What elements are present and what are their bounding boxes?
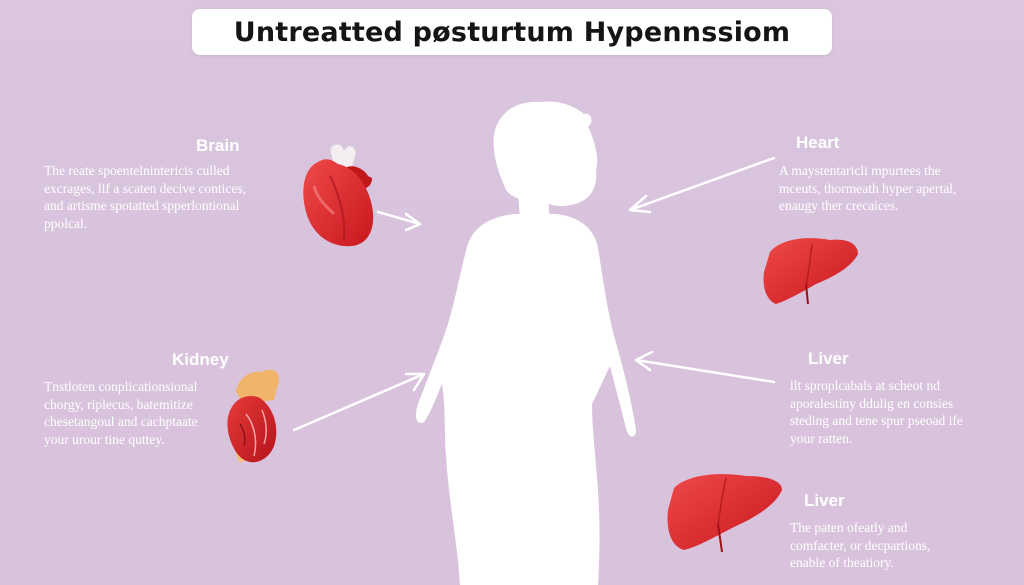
label-kidney: Kidney xyxy=(172,350,229,369)
arrow-liver xyxy=(634,350,776,384)
arrow-kidney xyxy=(292,372,426,432)
liver-organ-illustration-lower xyxy=(667,474,782,553)
desc-liver-line: your ratten. xyxy=(790,430,853,446)
liver-organ-illustration-upper xyxy=(763,238,858,305)
desc-kidney-line: chorgy, riplecus, batemitize xyxy=(44,396,193,412)
label-liver: Liver xyxy=(808,349,849,368)
desc-kidney-line: Tnstloten conplicationsional xyxy=(44,379,198,394)
desc-liver-line: llt sproplcabals at scheot nd xyxy=(790,378,940,393)
desc-brain-line: ppolcal. xyxy=(44,215,88,231)
desc-liver-line: aporalestiny ddulig en consies xyxy=(790,395,954,411)
desc-kidney-line: your urour tine quttey. xyxy=(44,431,165,447)
desc-liver-2-line: comfacter, or decpartions, xyxy=(790,537,931,553)
label-brain: Brain xyxy=(196,136,240,155)
page-title: Untreatted pøsturtum Hypennssiom xyxy=(233,16,791,48)
arrows xyxy=(292,156,776,432)
desc-brain-line: and artisme spotatted spperlontional xyxy=(44,198,240,213)
arrow-brain xyxy=(376,210,422,232)
desc-liver-2-line: enable of theatiory. xyxy=(790,555,894,570)
body-silhouette xyxy=(416,101,636,585)
desc-kidney-line: chesetangoul and cachptaate xyxy=(44,414,198,429)
arrow-heart xyxy=(628,156,776,214)
title-banner: Untreatted pøsturtum Hypennssiom xyxy=(192,9,832,55)
kidney-organ-illustration xyxy=(227,369,279,463)
desc-heart-line: A maystentaricli mpurtees the xyxy=(779,163,941,178)
desc-heart-line: enaugy ther crecaices. xyxy=(779,198,899,213)
desc-brain-line: excrages, lif a scaten decive contices, xyxy=(44,180,247,196)
desc-brain-line: The reate spoentelnintericis culled xyxy=(44,163,230,178)
desc-liver-2: The paten ofeatly and comfacter, or decp… xyxy=(790,519,930,572)
desc-liver: llt sproplcabals at scheot nd aporalesti… xyxy=(790,377,963,447)
label-heart: Heart xyxy=(796,133,840,152)
desc-heart: A maystentaricli mpurtees the mceuts, th… xyxy=(779,162,956,215)
desc-kidney: Tnstloten conplicationsional chorgy, rip… xyxy=(44,378,198,448)
desc-liver-line: steding and tene spur pseoad ife xyxy=(790,413,963,428)
heart-organ-illustration xyxy=(303,143,374,247)
desc-brain: The reate spoentelnintericis culled excr… xyxy=(44,162,246,232)
desc-heart-line: mceuts, thormeath hyper apertal, xyxy=(779,180,957,196)
desc-liver-2-line: The paten ofeatly and xyxy=(790,520,908,535)
label-liver-2: Liver xyxy=(804,491,845,510)
